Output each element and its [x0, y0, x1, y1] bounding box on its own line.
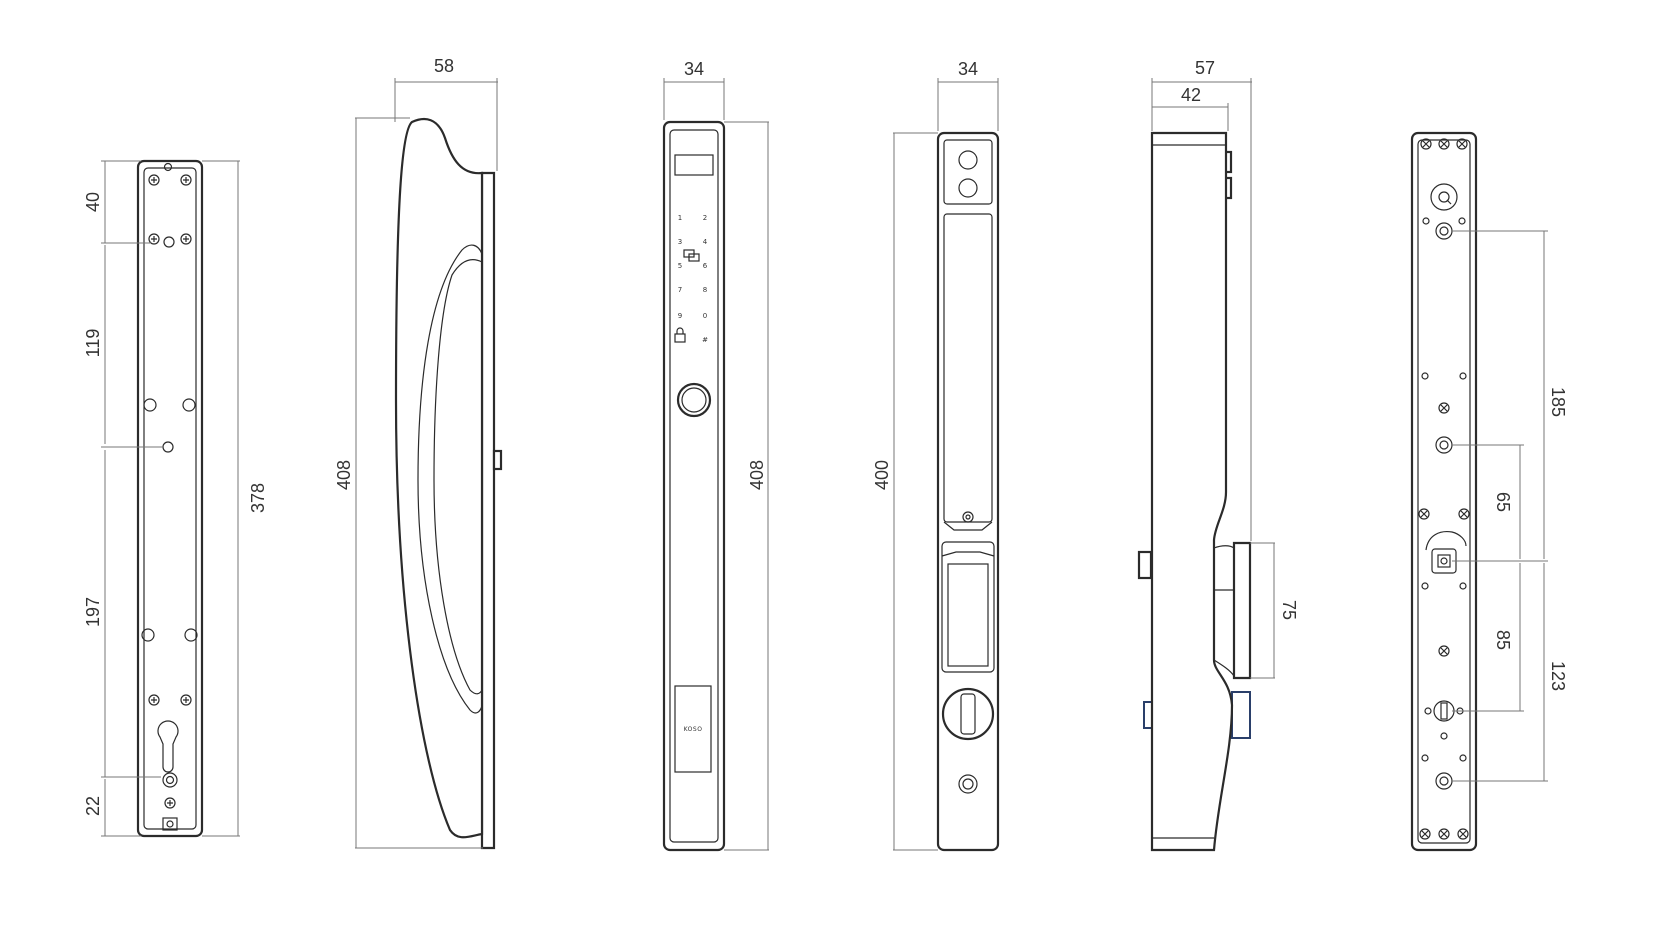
screw-icon	[148, 174, 160, 186]
dim-label: 185	[1548, 387, 1568, 417]
screw-icon	[148, 233, 160, 245]
key-2: 2	[703, 214, 707, 222]
dim-label: 378	[248, 483, 268, 513]
brand-label: KOSO	[684, 726, 703, 733]
dim-label: 197	[83, 597, 103, 627]
screw-icon	[180, 174, 192, 186]
dim-label: 408	[747, 460, 767, 490]
screw-icon	[1456, 138, 1468, 150]
screw-icon	[958, 774, 978, 794]
screw-icon	[1458, 508, 1470, 520]
screw-icon	[148, 694, 160, 706]
dim-label: 85	[1493, 630, 1513, 650]
screw-icon	[962, 511, 974, 523]
dim-label: 57	[1195, 58, 1215, 78]
fingerprint-sensor	[676, 382, 712, 418]
screw-icon	[1420, 138, 1432, 150]
mounting-plate-view: 40 119 197 22 378	[83, 159, 268, 838]
key-9: 9	[678, 312, 682, 320]
thumb-turn	[941, 687, 995, 741]
back-panel-view: 34 400	[872, 59, 1000, 852]
key-hash: #	[702, 336, 708, 344]
rear-plate-view: 185 65 85 123	[1410, 131, 1568, 852]
dim-label: 123	[1548, 661, 1568, 691]
screw-icon	[1438, 645, 1450, 657]
dim-label: 408	[334, 460, 354, 490]
screw-icon	[1438, 402, 1450, 414]
side-profile-view: 57 42 75	[1137, 58, 1299, 852]
dim-label: 400	[872, 460, 892, 490]
front-keypad-view: 1 2 3 4 5 6 7 8 9 0 # KOSO 34 408	[662, 59, 769, 852]
dim-label: 34	[958, 59, 978, 79]
key-8: 8	[703, 286, 707, 294]
key-3: 3	[678, 238, 682, 246]
dim-label: 42	[1181, 85, 1201, 105]
lock-icon	[674, 327, 686, 343]
screw-icon	[1457, 828, 1469, 840]
key-5: 5	[678, 262, 682, 270]
screw-icon	[180, 694, 192, 706]
key-7: 7	[678, 286, 682, 294]
screw-icon	[1438, 138, 1450, 150]
dim-label: 22	[83, 796, 103, 816]
card-icon	[683, 249, 700, 262]
screw-icon	[164, 797, 176, 809]
dim-label: 58	[434, 56, 454, 76]
dim-label: 40	[83, 192, 103, 212]
dim-label: 119	[83, 329, 103, 358]
dim-label: 75	[1279, 600, 1299, 620]
cylinder-cutout	[157, 720, 179, 773]
screw-icon	[180, 233, 192, 245]
key-6: 6	[703, 262, 708, 270]
key-0: 0	[703, 312, 707, 320]
display-window	[674, 154, 714, 176]
dim-label: 65	[1493, 492, 1513, 512]
screw-icon	[1419, 828, 1431, 840]
screw-icon	[1418, 508, 1430, 520]
key-1: 1	[678, 214, 682, 222]
brand-panel	[674, 685, 712, 773]
keypad: 1 2 3 4 5 6 7 8 9 0 #	[674, 214, 708, 344]
screw-icon	[1438, 828, 1450, 840]
key-4: 4	[703, 238, 708, 246]
dim-label: 34	[684, 59, 704, 79]
handle-side-view: 58 408	[334, 56, 503, 850]
